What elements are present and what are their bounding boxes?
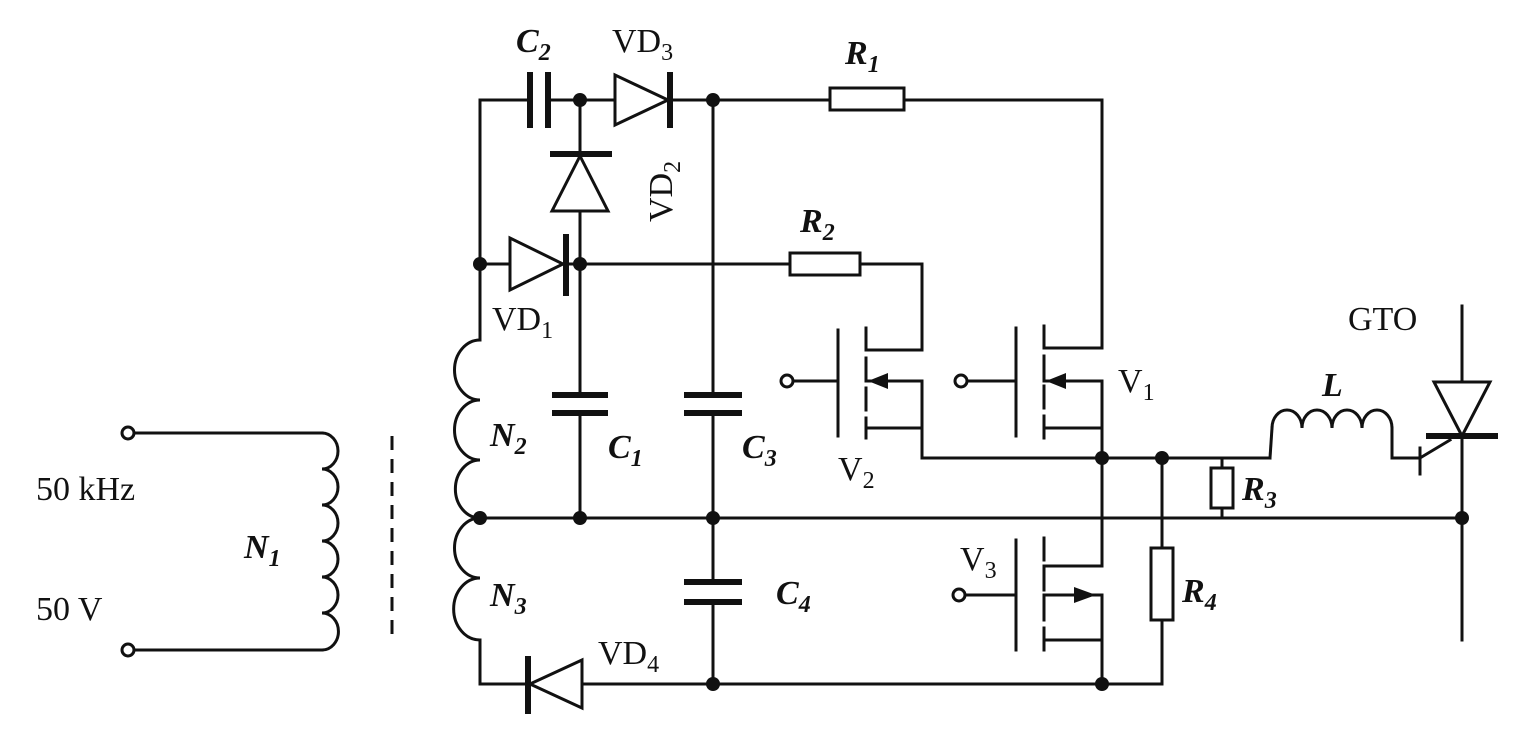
label-vd4: VD4 [598, 635, 659, 678]
bottom-rail [478, 656, 1164, 714]
label-c3: C3 [742, 429, 777, 472]
capacitor-c3 [684, 98, 742, 582]
diode-vd1 [478, 234, 792, 296]
labels: C2 VD3 R1 VD2 R2 VD1 C1 C3 V2 V1 GTO L R… [36, 23, 1417, 678]
secondary-winding-n3 [452, 516, 482, 686]
mosfet-v1 [953, 324, 1104, 568]
label-n2: N2 [489, 417, 527, 460]
label-voltage: 50 V [36, 591, 103, 628]
mosfet-v2 [779, 326, 1272, 460]
label-v3: V3 [960, 541, 997, 584]
label-vd3: VD3 [612, 23, 673, 66]
label-frequency: 50 kHz [36, 471, 135, 508]
resistor-r3 [1209, 456, 1235, 520]
label-r2: R2 [799, 203, 835, 246]
input-terminal-top[interactable] [120, 425, 136, 441]
mosfet-v3 [951, 536, 1104, 686]
label-v1: V1 [1118, 363, 1155, 406]
diode-vd3 [613, 72, 673, 128]
inductor-l [1268, 408, 1422, 460]
label-r1: R1 [844, 35, 880, 78]
resistor-r1 [828, 86, 906, 112]
label-n3: N3 [489, 577, 527, 620]
junctions [473, 93, 1469, 691]
diode-vd2 [549, 98, 612, 266]
label-l: L [1321, 367, 1343, 404]
resistor-r4 [1149, 456, 1175, 686]
resistor-r2 [788, 251, 862, 277]
label-vd2: VD2 [643, 161, 686, 222]
primary-winding-n1 [120, 425, 340, 658]
label-r3: R3 [1241, 471, 1277, 514]
label-vd1: VD1 [492, 301, 553, 344]
secondary-winding-n2 [453, 98, 482, 520]
label-n1: N1 [243, 529, 281, 572]
gto-thyristor [1417, 304, 1498, 642]
label-r4: R4 [1181, 573, 1217, 616]
capacitor-c4 [684, 579, 742, 686]
capacitor-c1 [552, 262, 608, 520]
label-v2: V2 [838, 451, 875, 494]
top-rail [478, 72, 1104, 350]
label-c2: C2 [516, 23, 551, 66]
v3-gate-terminal[interactable] [951, 587, 967, 603]
v2-gate-terminal[interactable] [779, 373, 795, 389]
input-terminal-bottom[interactable] [120, 642, 136, 658]
label-c1: C1 [608, 429, 643, 472]
label-gto: GTO [1348, 301, 1417, 338]
label-c4: C4 [776, 575, 811, 618]
v1-gate-terminal[interactable] [953, 373, 969, 389]
